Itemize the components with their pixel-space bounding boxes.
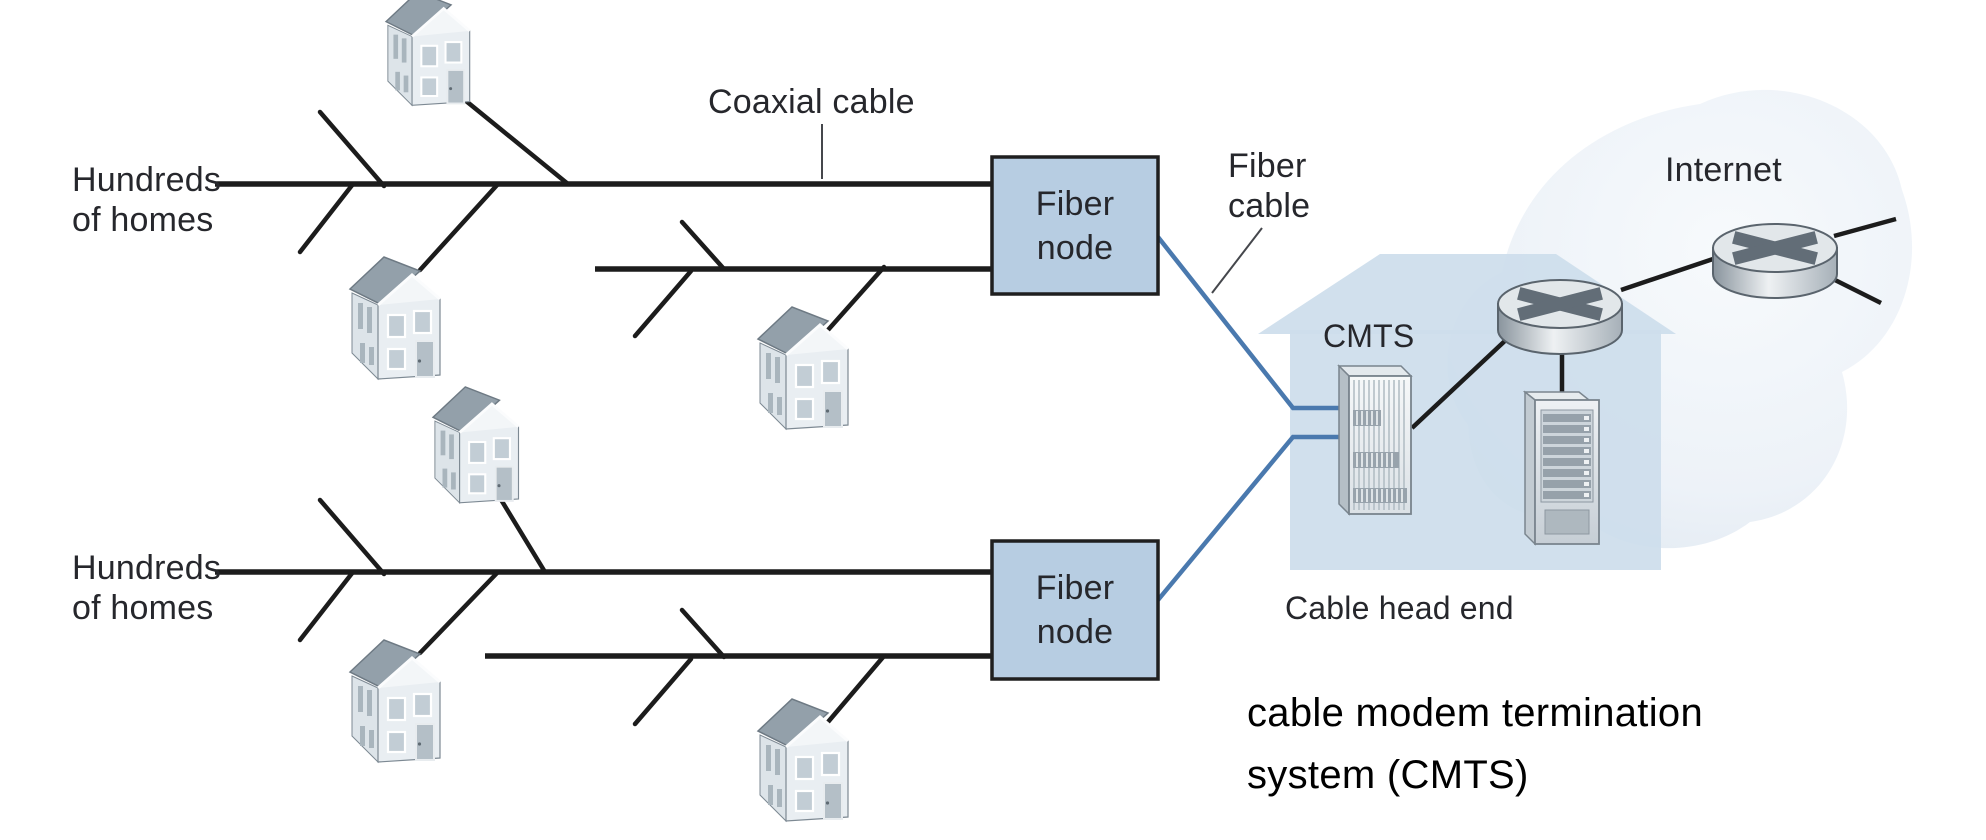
- label-cmts: CMTS: [1323, 318, 1415, 354]
- server-device: [1522, 390, 1600, 546]
- router-internet: [1713, 224, 1837, 298]
- coaxial-cables: [215, 181, 995, 659]
- router-headend: [1498, 280, 1622, 354]
- label-fiber-node-bottom: Fiber node: [1035, 569, 1115, 651]
- label-hundreds-of-homes-bottom: Hundreds of homes: [72, 549, 222, 627]
- head-end-links: [1410, 216, 1897, 430]
- house-bottom-2: [348, 638, 442, 764]
- fiber-cable-bottom: [1156, 434, 1342, 602]
- cable-taps: [297, 89, 887, 727]
- label-fiber-cable: Fiber cable: [1228, 147, 1311, 225]
- label-cmts-annotation: cable modem termination system (CMTS): [1247, 691, 1704, 797]
- label-coaxial-cable: Coaxial cable: [708, 83, 915, 121]
- cmts-device: [1337, 364, 1413, 516]
- label-hundreds-of-homes-top: Hundreds of homes: [72, 161, 222, 239]
- label-cable-head-end: Cable head end: [1285, 590, 1514, 626]
- fiber-node-box-bottom: [990, 539, 1160, 681]
- label-internet: Internet: [1665, 151, 1782, 189]
- fiber-cable-top: [1156, 235, 1342, 411]
- house-top-2: [348, 255, 442, 381]
- house-bottom-1: [431, 385, 520, 505]
- fiber-label-pointer: [1211, 227, 1263, 294]
- house-top-1: [384, 0, 472, 107]
- fiber-cables: [1156, 235, 1342, 602]
- fiber-node-box-top: [990, 155, 1160, 296]
- label-fiber-node-top: Fiber node: [1035, 185, 1115, 267]
